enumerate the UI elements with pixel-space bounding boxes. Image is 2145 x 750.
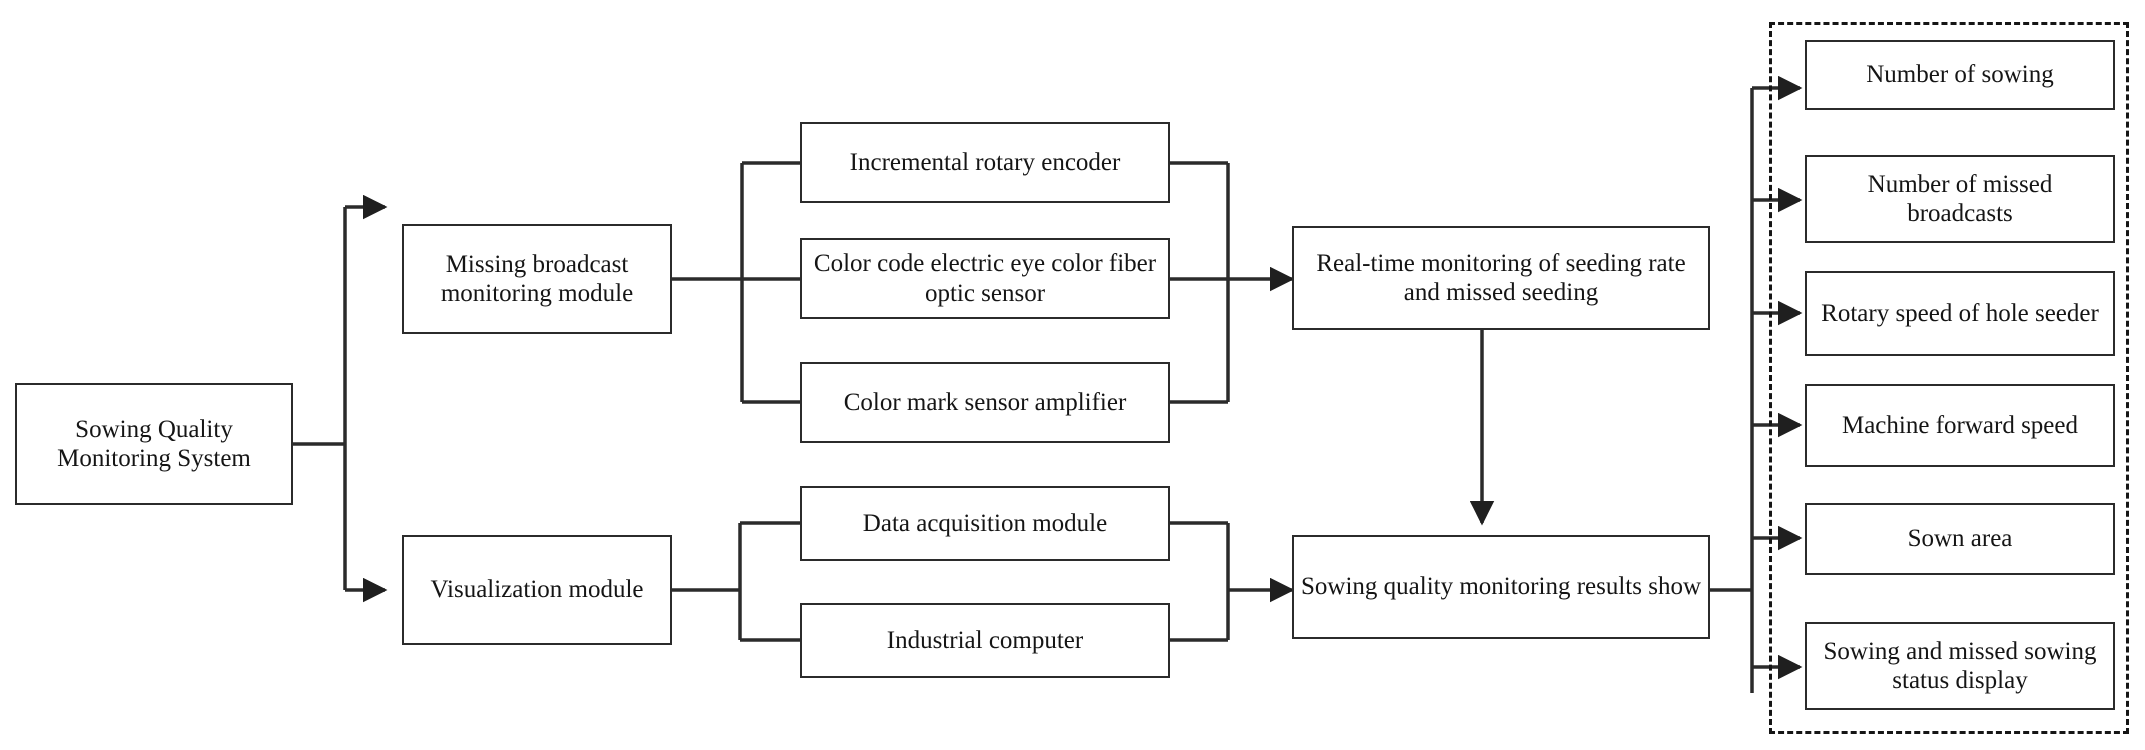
output-label: Number of missed broadcasts: [1867, 170, 2053, 228]
node-label: Data acquisition module: [862, 509, 1108, 537]
outputs-group-boundary: [1769, 22, 2129, 734]
output-item-machine-forward-speed[interactable]: Machine forward speed: [1805, 384, 2115, 467]
node-label: Real-time monitoring of seeding rate and…: [1316, 249, 1686, 307]
output-item-sown-area[interactable]: Sown area: [1805, 503, 2115, 575]
node-color-mark-sensor-amplifier[interactable]: Color mark sensor amplifier: [800, 362, 1170, 443]
output-label: Rotary speed of hole seeder: [1821, 299, 2099, 327]
output-label: Number of sowing: [1866, 61, 2054, 89]
node-label: Color mark sensor amplifier: [843, 388, 1127, 416]
node-realtime-monitoring-seeding-rate[interactable]: Real-time monitoring of seeding rate and…: [1292, 226, 1710, 330]
node-incremental-rotary-encoder[interactable]: Incremental rotary encoder: [800, 122, 1170, 203]
node-missing-broadcast-monitoring-module[interactable]: Missing broadcast monitoring module: [402, 224, 672, 334]
node-sowing-quality-monitoring-system[interactable]: Sowing Quality Monitoring System: [15, 383, 293, 505]
node-label: Visualization module: [430, 576, 644, 604]
output-label: Sowing and missed sowing status display: [1823, 637, 2097, 695]
node-label: Color code electric eye color fiber opti…: [813, 250, 1157, 307]
node-label: Sowing quality monitoring results show: [1301, 573, 1701, 601]
node-label: Missing broadcast monitoring module: [440, 250, 634, 308]
output-item-number-of-missed-broadcasts[interactable]: Number of missed broadcasts: [1805, 155, 2115, 243]
node-label: Incremental rotary encoder: [849, 148, 1121, 176]
node-data-acquisition-module[interactable]: Data acquisition module: [800, 486, 1170, 561]
output-item-number-of-sowing[interactable]: Number of sowing: [1805, 40, 2115, 110]
node-visualization-module[interactable]: Visualization module: [402, 535, 672, 645]
output-label: Sown area: [1907, 525, 2013, 553]
node-sowing-quality-results-show[interactable]: Sowing quality monitoring results show: [1292, 535, 1710, 639]
output-item-rotary-speed-of-hole-seeder[interactable]: Rotary speed of hole seeder: [1805, 271, 2115, 356]
node-industrial-computer[interactable]: Industrial computer: [800, 603, 1170, 678]
output-label: Machine forward speed: [1841, 411, 2078, 439]
node-color-fiber-optic-sensor[interactable]: Color code electric eye color fiber opti…: [800, 238, 1170, 319]
node-label: Sowing Quality Monitoring System: [57, 415, 251, 473]
node-label: Industrial computer: [886, 626, 1084, 654]
output-item-sowing-missed-sowing-status-display[interactable]: Sowing and missed sowing status display: [1805, 622, 2115, 710]
